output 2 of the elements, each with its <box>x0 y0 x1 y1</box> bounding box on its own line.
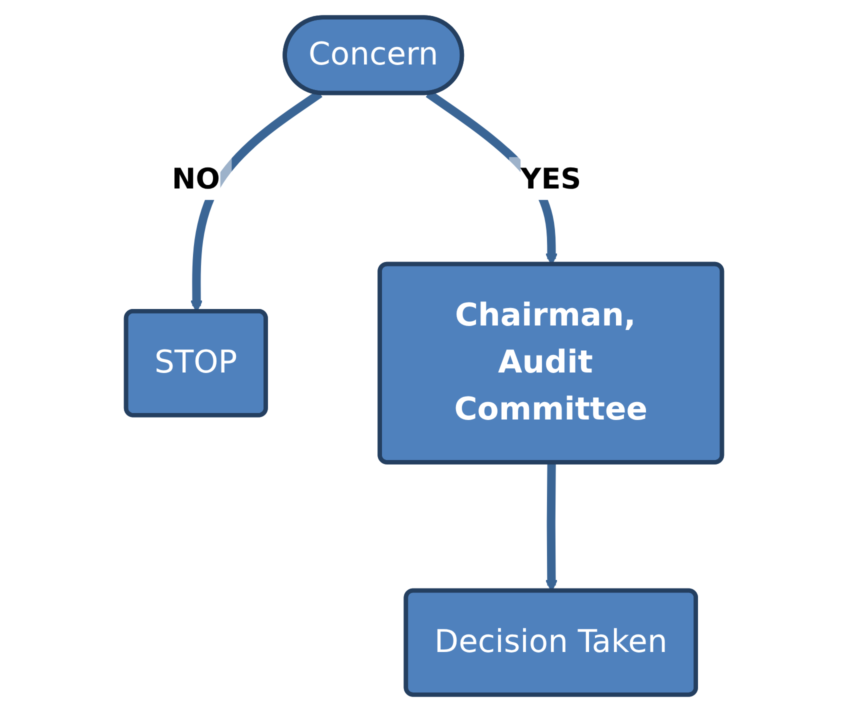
edge-label: NO <box>172 160 220 196</box>
edge-label: YES <box>520 160 582 196</box>
